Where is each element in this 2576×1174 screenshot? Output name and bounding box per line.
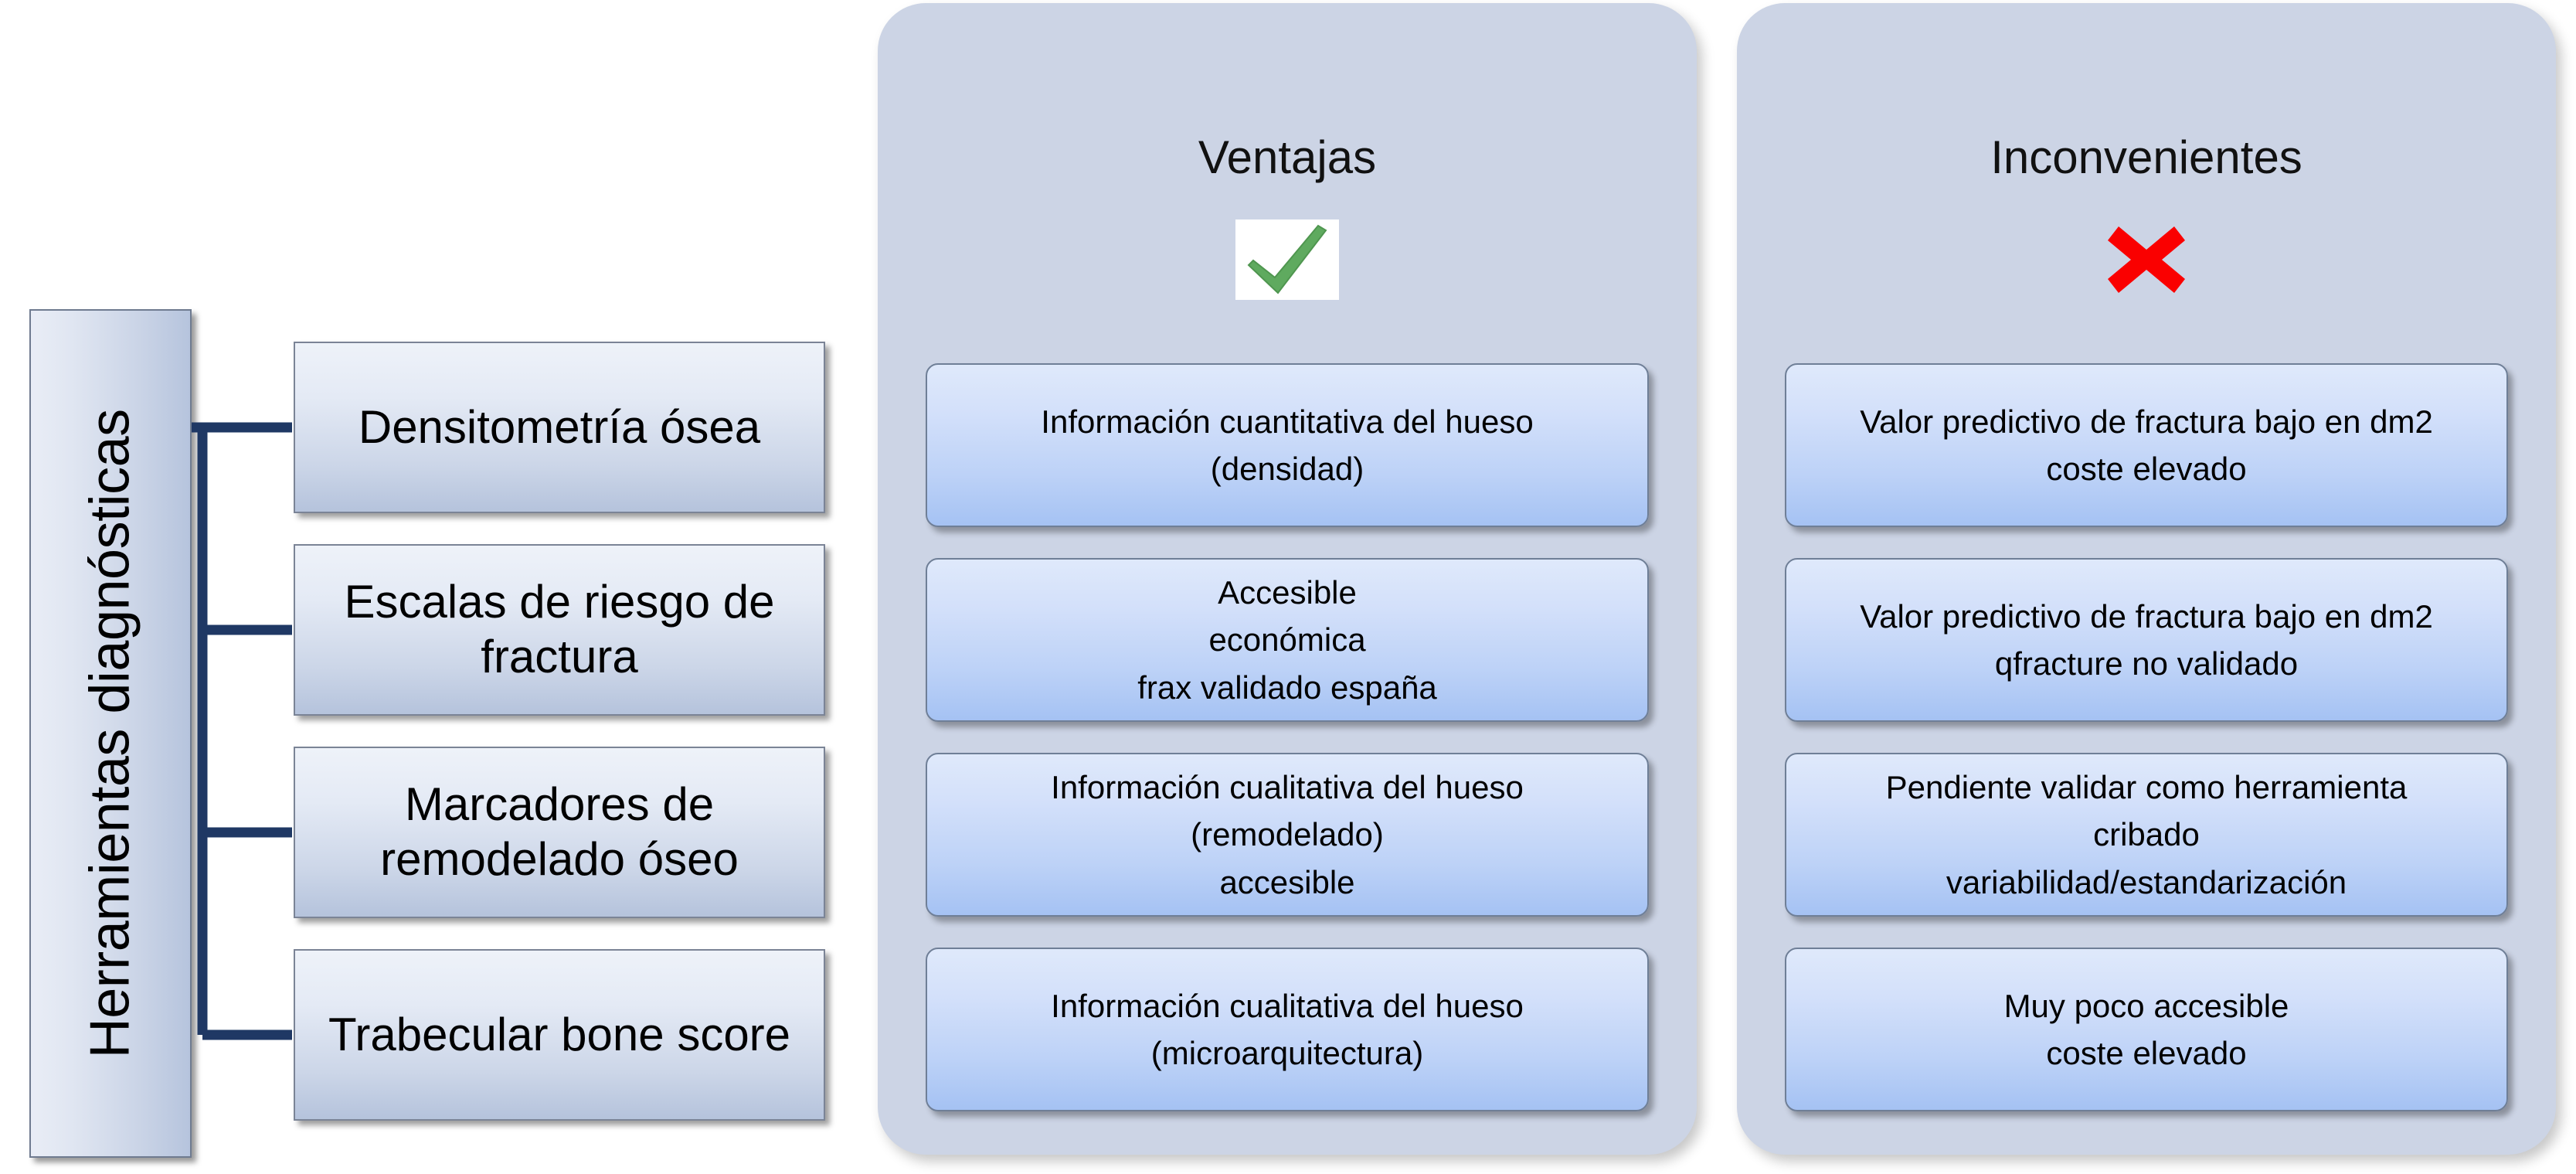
inconveniente-card[interactable]: Muy poco accesible coste elevado [1785, 948, 2508, 1111]
tool-box-label: Marcadores de remodelado óseo [380, 778, 739, 885]
panel-ventajas: Ventajas Información cuantitativa del hu… [878, 3, 1697, 1155]
tool-box-label: Densitometría ósea [358, 400, 761, 453]
red-cross-icon [2094, 219, 2199, 300]
ventaja-card-label: Información cualitativa del hueso (micro… [1051, 987, 1524, 1071]
tool-box-label: Trabecular bone score [328, 1008, 791, 1060]
tool-box-trabecular-bone-score[interactable]: Trabecular bone score [294, 949, 825, 1121]
panel-title-ventajas: Ventajas [1198, 131, 1377, 183]
inconveniente-card-label: Valor predictivo de fractura bajo en dm2… [1860, 403, 2433, 487]
panel-inconvenientes: Inconvenientes Valor predictivo de fract… [1737, 3, 2556, 1155]
connector-lines [192, 422, 292, 1040]
inconveniente-card[interactable]: Valor predictivo de fractura bajo en dm2… [1785, 558, 2508, 722]
ventaja-card-label: Accesible económica frax validado españa [1137, 574, 1437, 706]
inconveniente-card-label: Muy poco accesible coste elevado [2003, 987, 2289, 1071]
tool-box-escalas-riesgo-fractura[interactable]: Escalas de riesgo de fractura [294, 544, 825, 716]
inconveniente-card[interactable]: Valor predictivo de fractura bajo en dm2… [1785, 363, 2508, 527]
ventaja-card-label: Información cuantitativa del hueso (dens… [1041, 403, 1534, 487]
root-node-herramientas-diagnosticas[interactable]: Herramientas diagnósticas [29, 309, 192, 1158]
panel-title-inconvenientes: Inconvenientes [1990, 131, 2302, 183]
ventaja-card[interactable]: Información cualitativa del hueso (remod… [926, 753, 1649, 917]
ventaja-card[interactable]: Información cuantitativa del hueso (dens… [926, 363, 1649, 527]
inconveniente-card-label: Pendiente validar como herramienta criba… [1885, 769, 2408, 900]
ventaja-card[interactable]: Información cualitativa del hueso (micro… [926, 948, 1649, 1111]
tool-box-densitometria-osea[interactable]: Densitometría ósea [294, 342, 825, 513]
inconveniente-card[interactable]: Pendiente validar como herramienta criba… [1785, 753, 2508, 917]
green-check-icon [1235, 219, 1339, 300]
ventaja-card-label: Información cualitativa del hueso (remod… [1051, 769, 1524, 900]
tool-box-marcadores-remodelado-oseo[interactable]: Marcadores de remodelado óseo [294, 747, 825, 918]
tool-box-label: Escalas de riesgo de fractura [344, 576, 775, 682]
inconveniente-card-label: Valor predictivo de fractura bajo en dm2… [1860, 597, 2433, 682]
ventaja-card[interactable]: Accesible económica frax validado españa [926, 558, 1649, 722]
